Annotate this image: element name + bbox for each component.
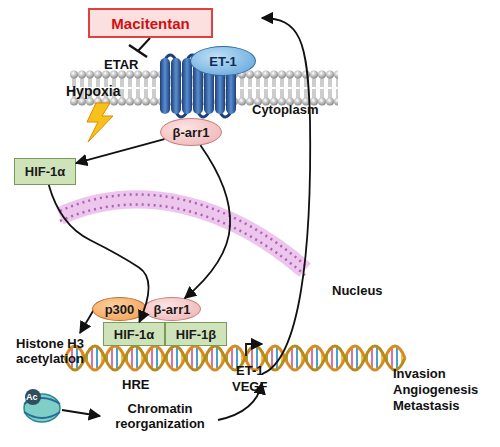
nuclear-envelope (60, 194, 305, 275)
dna-rung (356, 348, 358, 369)
dna-rung (351, 348, 353, 368)
dna-strand (65, 346, 405, 370)
dna-rung (91, 348, 93, 368)
dna-rung (111, 348, 113, 368)
mark-label: Ac (26, 390, 38, 405)
protein-box: HIF-1α (103, 322, 165, 346)
outcome-label: Metastasis (393, 398, 459, 413)
dna-rungs (67, 348, 402, 369)
ligand-oval: ET-1 (190, 46, 256, 76)
protein-box: HIF-1α (14, 158, 76, 185)
region-label: Cytoplasm (252, 102, 318, 117)
dna-rung (231, 348, 233, 368)
dna-rung (311, 348, 313, 368)
dna-rung (116, 348, 118, 369)
dna-rung (216, 348, 218, 369)
gene-label: ET-1 (236, 363, 263, 378)
gene-label: VEGF (232, 379, 267, 394)
dna-rung (291, 348, 293, 368)
condition-label: Hypoxia (66, 84, 120, 99)
nucleosome-icon (24, 389, 60, 422)
node-text: β-arr1 (154, 302, 191, 317)
dna-strand (65, 346, 405, 370)
feedback-arrow (262, 18, 310, 374)
dna-rung (391, 348, 393, 368)
dna-rung (131, 348, 133, 368)
transcription-arrow (246, 344, 262, 356)
dna-rung (136, 348, 138, 369)
dna-rung (271, 348, 273, 368)
protein-oval: p300 (92, 297, 147, 321)
protein-oval: β-arr1 (160, 118, 222, 146)
inhibition-line (138, 38, 150, 51)
node-text: HIF-1α (114, 327, 155, 342)
process-label: Chromatin reorganization (100, 401, 220, 431)
protein-box: HIF-1β (165, 322, 227, 346)
chromatin-arrow (62, 410, 100, 416)
dna-rung (96, 348, 98, 369)
outcome-label: Invasion (393, 366, 446, 381)
dna-rung (331, 348, 333, 368)
process-label: Histone H3 acetylation (2, 336, 98, 366)
inhibition-bar (129, 45, 147, 57)
dna-rung (151, 348, 153, 368)
dna-rung (156, 348, 158, 369)
receptor-label: ETAR (104, 57, 138, 72)
node-text: HIF-1α (25, 164, 66, 179)
dna-rung (316, 348, 318, 369)
node-text: ET-1 (209, 54, 236, 69)
dna-rung (176, 348, 178, 369)
signal-arrow (185, 145, 230, 298)
protein-oval: β-arr1 (143, 297, 201, 321)
lightning-bolt (87, 103, 113, 142)
dna-rung (376, 348, 378, 369)
outcome-label: Angiogenesis (393, 382, 478, 397)
drug-box: Macitentan (88, 8, 213, 38)
node-text: p300 (105, 302, 135, 317)
dna-rung (371, 348, 373, 368)
signal-arrow (49, 185, 149, 322)
dna-rung (191, 348, 193, 368)
dna-rung (336, 348, 338, 369)
node-text: β-arr1 (173, 125, 210, 140)
dna-rung (276, 348, 278, 369)
node-text: Macitentan (111, 15, 189, 32)
region-label: Nucleus (332, 283, 383, 298)
signal-arrow (76, 139, 164, 163)
node-text: HIF-1β (176, 327, 216, 342)
dna-rung (171, 348, 173, 368)
dna-rung (196, 348, 198, 369)
dna-rung (296, 348, 298, 369)
element-label: HRE (122, 377, 149, 392)
dna-rung (211, 348, 213, 368)
dna-rung (396, 348, 398, 369)
